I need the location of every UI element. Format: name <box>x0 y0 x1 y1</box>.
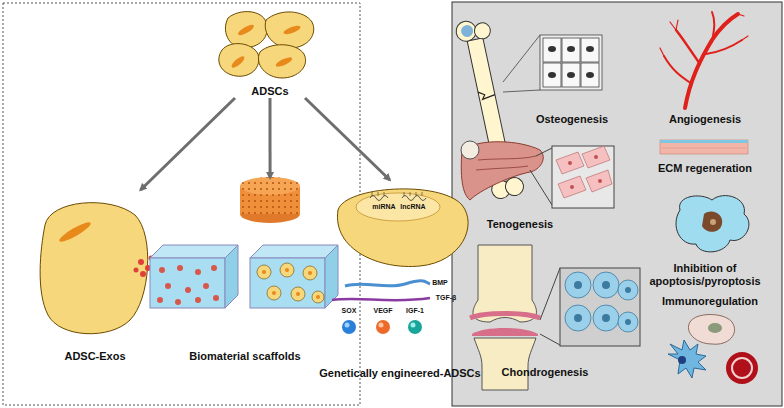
immune-cells <box>668 315 758 385</box>
factor-label: miRNA <box>372 203 395 211</box>
cell-blob <box>676 196 749 252</box>
scaffolds <box>150 177 338 308</box>
arrow-connector <box>269 98 272 178</box>
outcome-label: Angiogenesis <box>669 113 741 126</box>
arrow-connector <box>141 98 236 190</box>
outcome-panel <box>452 2 782 406</box>
tendon <box>461 141 614 208</box>
knee-joint <box>470 245 640 390</box>
outcome-label: Chondrogenesis <box>502 366 589 379</box>
factor-label: IGF-1 <box>406 307 424 315</box>
factor-label: VEGF <box>373 307 392 315</box>
nuclei <box>230 23 302 70</box>
node-label: Genetically engineered-ADSCs <box>319 367 480 380</box>
bone-cells-inset <box>503 35 602 92</box>
outcome-label: ECM regeneration <box>658 162 752 175</box>
outcome-label: Immunoregulation <box>662 295 758 308</box>
arrow-connector <box>305 98 390 180</box>
node-label: ADSCs <box>251 85 288 98</box>
factor-label: TGF-β <box>436 294 457 302</box>
outcome-label: Osteogenesis <box>536 113 608 126</box>
outcome-label: Inhibition of apoptosis/pyroptosis <box>630 262 780 287</box>
engineered-cell <box>332 189 468 334</box>
node-box: ADSCs <box>200 5 340 98</box>
exosome-cell <box>40 203 155 334</box>
blood-vessel <box>660 12 748 108</box>
factor-label: BMP <box>432 279 448 287</box>
node-box: Genetically engineered-ADSCs <box>315 180 484 380</box>
factor-label: lncRNA <box>400 203 425 211</box>
node-box: Biomaterial scaffolds <box>170 178 320 363</box>
node-label: ADSC-Exos <box>64 350 125 363</box>
dashed-panel <box>3 3 360 405</box>
outcome-label: Tenogenesis <box>487 218 553 231</box>
ecm-layer <box>660 140 748 154</box>
node-label: Biomaterial scaffolds <box>189 350 300 363</box>
adsc-cells <box>219 12 314 78</box>
node-box: ADSC-Exos <box>30 190 160 363</box>
factor-label: SOX <box>342 307 357 315</box>
